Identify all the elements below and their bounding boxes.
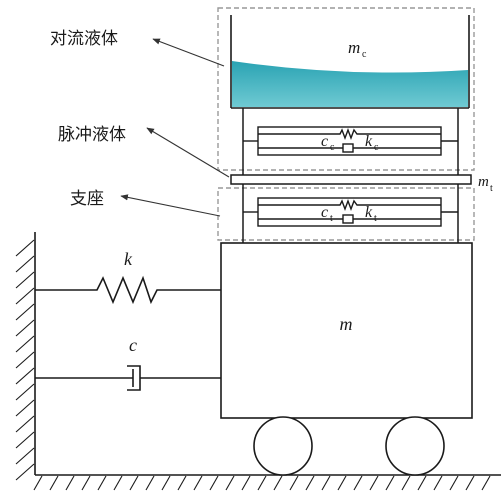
- right-wheel: [385, 416, 445, 476]
- support-arrow: [120, 194, 221, 217]
- ground: [33, 474, 501, 491]
- wall: [15, 232, 36, 481]
- impulsive-damper-label: c: [321, 204, 328, 221]
- impulsive-mass-subscript: t: [490, 183, 493, 194]
- base-spring-label: k: [124, 249, 133, 269]
- convective-spring-damper: [243, 126, 458, 156]
- support-columns: [242, 184, 459, 243]
- convective-dashed-box: [217, 7, 475, 171]
- convective-liquid-arrow: [152, 38, 225, 67]
- base-damper: [35, 365, 221, 391]
- impulsive-spring-label: k: [365, 204, 373, 221]
- base-spring: [35, 275, 221, 305]
- impulsive-spring-subscript: t: [374, 213, 377, 224]
- impulsive-damper-subscript: t: [330, 213, 333, 224]
- impulsive-mass-label: m: [478, 174, 489, 190]
- impulsive-spring-damper: [243, 197, 458, 227]
- support-dashed-box: [217, 187, 475, 241]
- wall-hatching: [15, 239, 35, 481]
- impulsive-liquid-arrow: [146, 127, 230, 178]
- base-damper-label: c: [129, 335, 137, 355]
- convective-mass-label: m: [348, 38, 360, 57]
- base-mass-block: [220, 242, 473, 419]
- left-wheel: [253, 416, 313, 476]
- convective-damper-subscript: c: [330, 142, 335, 153]
- convective-liquid-label: 对流液体: [50, 29, 118, 49]
- ground-hatching: [33, 475, 491, 491]
- convective-damper-label: c: [321, 133, 328, 150]
- impulsive-liquid-label: 脉冲液体: [58, 125, 126, 145]
- convective-mass-subscript: c: [362, 49, 367, 60]
- tank-walls: [230, 15, 470, 109]
- base-mass-label: m: [340, 314, 353, 334]
- convective-liquid: [232, 61, 468, 107]
- support-label: 支座: [70, 189, 104, 209]
- impulsive-mass-plate: [230, 174, 472, 185]
- convective-spring-subscript: c: [374, 142, 379, 153]
- convective-spring-label: k: [365, 133, 373, 150]
